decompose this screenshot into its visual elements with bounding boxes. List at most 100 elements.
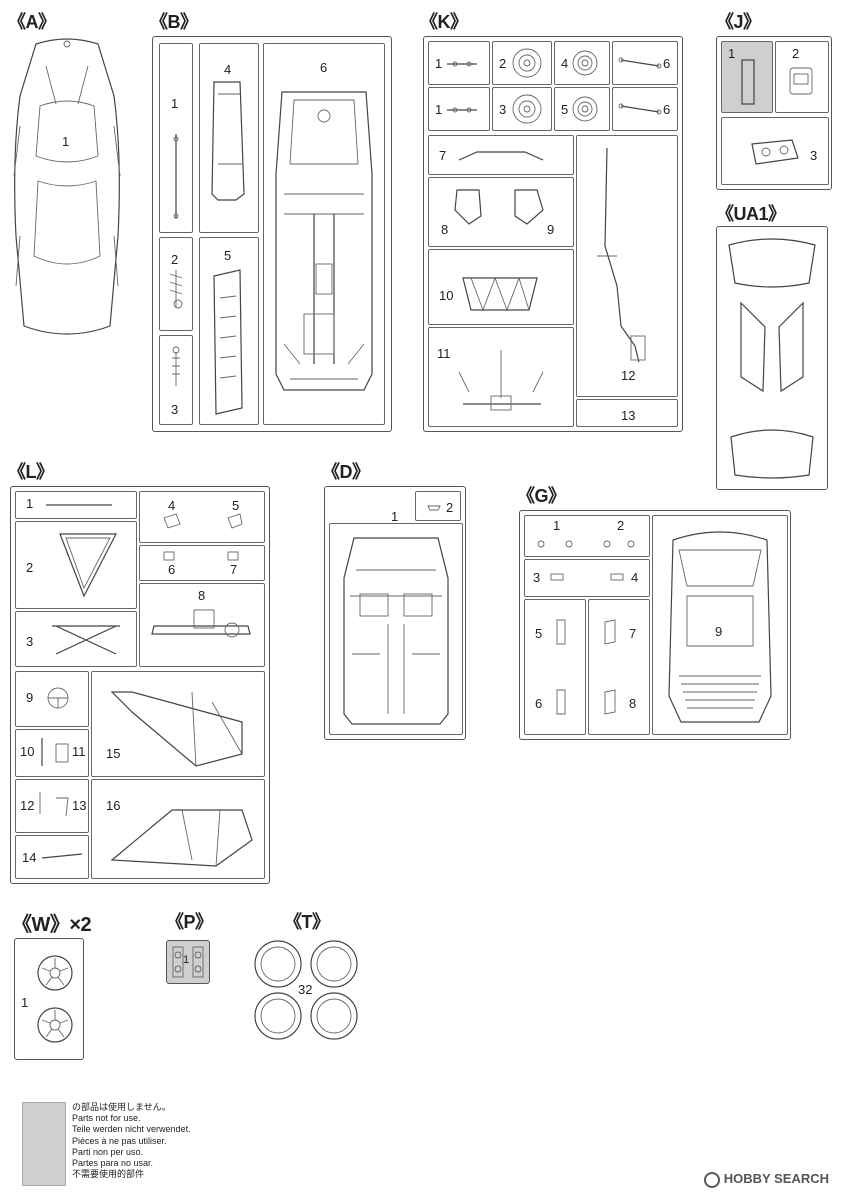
brake-disc-part-drawing [572,50,598,76]
sprue-j-title: 《J》 [716,12,761,32]
watermark-logo-icon [703,1172,720,1188]
sprue-b-cell-1: 1 [159,43,193,233]
interior-tub-drawing [343,537,449,725]
part-label: 6 [320,60,328,75]
part-label: 2 [26,560,34,575]
sprue-b-cell-3: 3 [159,335,193,425]
sprue-k-cell-13: 13 [576,399,678,427]
sprue-k-cell-8-9: 8 9 [428,177,574,247]
sprue-k-cell-6b: 6 [612,87,678,131]
sprue-b-cell-2: 2 [159,237,193,331]
light-parts-drawing [550,573,624,581]
subframe-part-drawing [462,276,538,312]
stabilizer-part-drawing [458,151,544,161]
sprue-b-frame: 1 4 6 2 5 3 [152,36,392,432]
part-label: 4 [631,570,639,585]
pedal-parts-drawing [39,792,69,817]
exhaust-part-drawing [597,147,646,363]
part-label: 1 [183,954,190,966]
part-label: 8 [198,588,206,603]
sprue-g-cell-1-2: 1 2 [524,515,650,557]
part-label: 1 [435,56,443,71]
part-label: 9 [715,624,723,639]
sprue-j-cell-2: 2 [775,41,829,113]
brake-disc-part-drawing [572,96,598,122]
sprue-d-cell-1 [329,523,463,735]
rollcage-part-drawing [110,691,243,767]
part-label: 7 [439,148,447,163]
part-label: 3 [171,402,179,417]
wheel-parts-drawing [37,955,73,1043]
triangle-brace-drawing [59,533,117,598]
part-label: 3 [499,102,507,117]
part-label: 10 [439,288,454,303]
part-label: 3 [26,634,34,649]
sprue-l-cell-14: 14 [15,835,89,879]
lens-part-drawing [789,67,813,95]
polycap-parts-drawing [172,946,204,978]
sprue-k-cell-1b: 1 [428,87,490,131]
sprue-l-cell-2: 2 [15,521,137,609]
not-used-legend: の部品は使用しません。 Parts not for use. Teile wer… [72,1102,191,1180]
sprue-p-title: 《P》 [166,912,213,932]
part-label: 11 [437,346,451,361]
sprue-k-cell-6a: 6 [612,41,678,85]
part-label: 5 [232,498,240,513]
sprue-j-cell-3: 3 [721,117,829,185]
part-label: 7 [230,562,238,577]
part-label: 9 [26,690,34,705]
part-label: 2 [792,46,800,61]
part-label: 4 [224,62,232,77]
sprue-g-frame: 1 2 3 4 5 6 7 8 9 [519,510,791,740]
sprue-l-cell-6-7: 6 7 [139,545,265,581]
roof-panel-drawing [668,531,772,723]
sprue-l-cell-12-13: 12 13 [15,779,89,833]
shock-part-drawing [172,346,180,386]
sprue-ua1-frame [716,226,828,490]
part-label: 4 [168,498,176,513]
axle-part-drawing [458,350,544,411]
window-masks-drawing [728,238,816,479]
arm-part-drawing [618,57,662,69]
sprue-k-cell-10: 10 [428,249,574,325]
sprue-k-title: 《K》 [420,12,468,32]
part-label: 5 [535,626,543,641]
part-label: 1 [26,496,34,511]
sprue-k-cell-5: 5 [554,87,610,131]
car-body-top-view [13,38,121,335]
sprue-b-cell-5: 5 [199,237,259,425]
part-label: 3 [533,570,541,585]
part-label: 2 [446,500,454,515]
legend-line: の部品は使用しません。 [72,1102,171,1112]
rod-part-drawing [447,107,477,113]
legend-line: Pièces à ne pas utiliser. [72,1135,167,1146]
watermark-text: HOBBY SEARCH [723,1171,829,1187]
part-label: 15 [106,746,121,761]
sprue-g-cell-3-4: 3 4 [524,559,650,597]
sprue-g-cell-5-6: 5 6 [524,599,586,735]
dashboard-part-drawing [151,609,251,638]
rod-part-drawing [173,134,179,219]
brake-disc-part-drawing [512,94,542,124]
chassis-part-drawing [275,91,373,391]
part-label: 7 [629,626,637,641]
part-label: 8 [441,222,449,237]
part-label: 2 [171,252,179,267]
sprue-k-cell-7: 7 [428,135,574,175]
sprue-l-cell-3: 3 [15,611,137,667]
part-label: 13 [621,408,636,423]
sprue-g-cell-7-8: 7 8 [588,599,650,735]
part-label: 12 [621,368,636,383]
watermark: HOBBY SEARCH [703,1171,829,1188]
part-label: 6 [168,562,176,577]
sprue-l-title: 《L》 [8,462,54,482]
sprue-l-cell-15: 15 [91,671,265,777]
part-label: 5 [224,248,232,263]
small-part-drawing [427,505,441,511]
sprue-d-cell-2: 2 [415,491,461,521]
sprue-j-cell-1: 1 [721,41,773,113]
part-label: 8 [629,696,637,711]
part-label: 9 [547,222,555,237]
not-used-swatch [22,1102,66,1186]
sprue-b-cell-6: 6 [263,43,385,425]
